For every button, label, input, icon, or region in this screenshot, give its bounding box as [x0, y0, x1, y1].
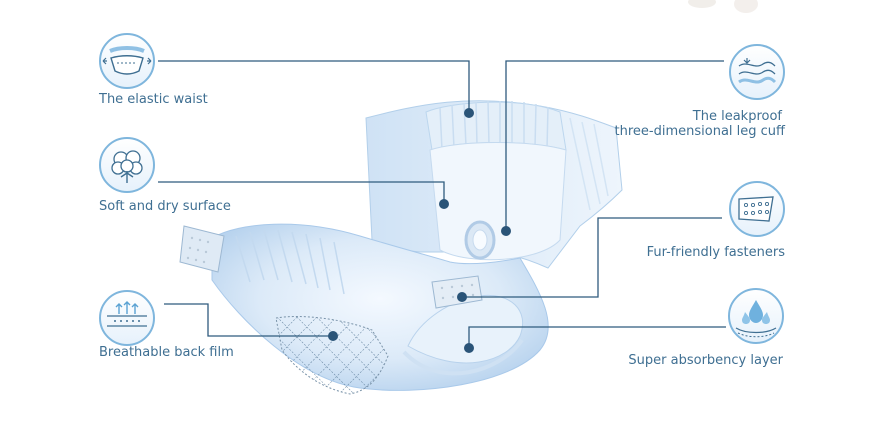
diaper-illustration	[179, 100, 623, 395]
absorbency-dot	[464, 343, 474, 353]
leg-cuff-label-line2: three-dimensional leg cuff	[614, 124, 785, 139]
absorbency-connector	[468, 326, 726, 348]
fastener-connector	[462, 217, 722, 298]
leg-cuff-label-line1: The leakproof	[692, 109, 782, 124]
leg-cuff-icon	[729, 44, 785, 100]
film-dot	[328, 331, 338, 341]
cuff-connector	[505, 60, 724, 231]
surface-dot	[439, 199, 449, 209]
waist-dot	[464, 108, 474, 118]
surface-connector	[158, 181, 445, 204]
connector-lines	[158, 60, 726, 348]
fasteners-label: Fur-friendly fasteners	[646, 245, 785, 260]
cuff-dot	[501, 226, 511, 236]
connector-dots	[328, 108, 511, 353]
fastener-dot	[457, 292, 467, 302]
film-connector	[164, 303, 333, 337]
soft-surface-label: Soft and dry surface	[99, 199, 231, 214]
elastic-waist-icon	[99, 33, 155, 89]
absorbency-label: Super absorbency layer	[628, 353, 783, 368]
waist-connector	[158, 60, 470, 113]
cotton-icon	[99, 137, 155, 193]
paw-decoration	[688, 0, 758, 13]
back-film-label: Breathable back film	[99, 345, 234, 360]
water-drops-icon	[728, 288, 784, 344]
elastic-waist-label: The elastic waist	[99, 92, 208, 107]
fastener-icon	[729, 181, 785, 237]
breathable-film-icon	[99, 290, 155, 346]
